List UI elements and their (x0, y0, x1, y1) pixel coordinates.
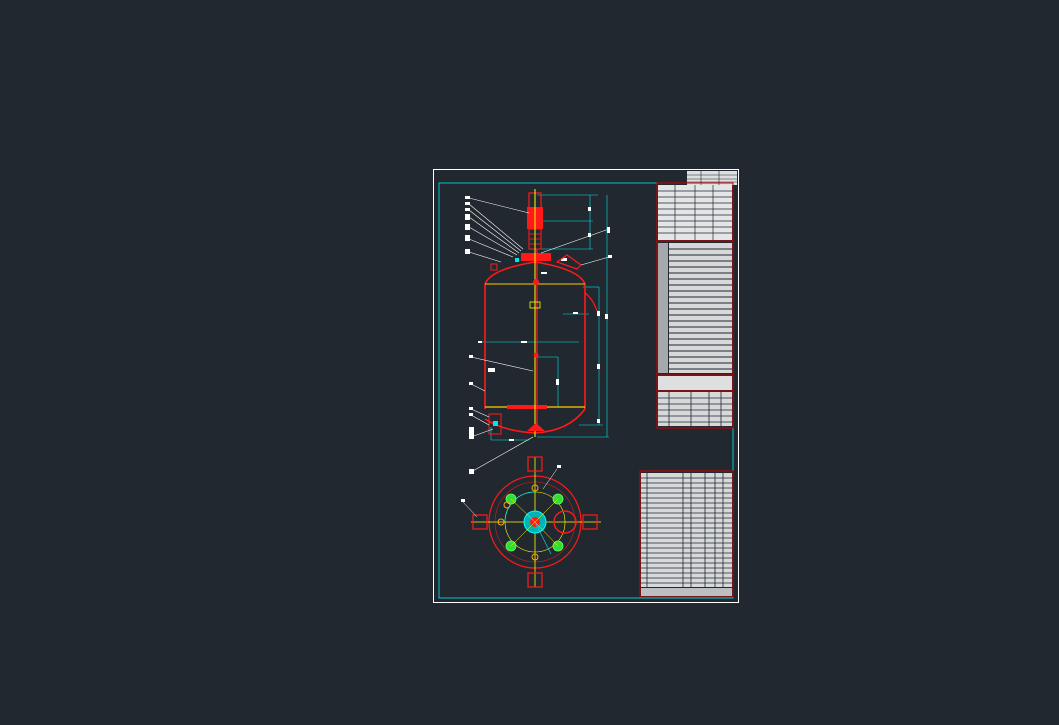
front-elevation-view (465, 189, 612, 474)
nozzles-small (497, 484, 539, 561)
outer-frame (433, 169, 739, 603)
part-number-labels (465, 196, 612, 474)
technical-requirements-table (656, 182, 734, 429)
leader-lines (468, 197, 610, 473)
drawing-sheet[interactable] (433, 169, 739, 603)
title-block-top (687, 171, 737, 185)
support-lugs (472, 456, 598, 588)
top-plan-view (461, 456, 601, 588)
cad-drawing (433, 169, 739, 603)
parts-list-table (639, 470, 734, 598)
